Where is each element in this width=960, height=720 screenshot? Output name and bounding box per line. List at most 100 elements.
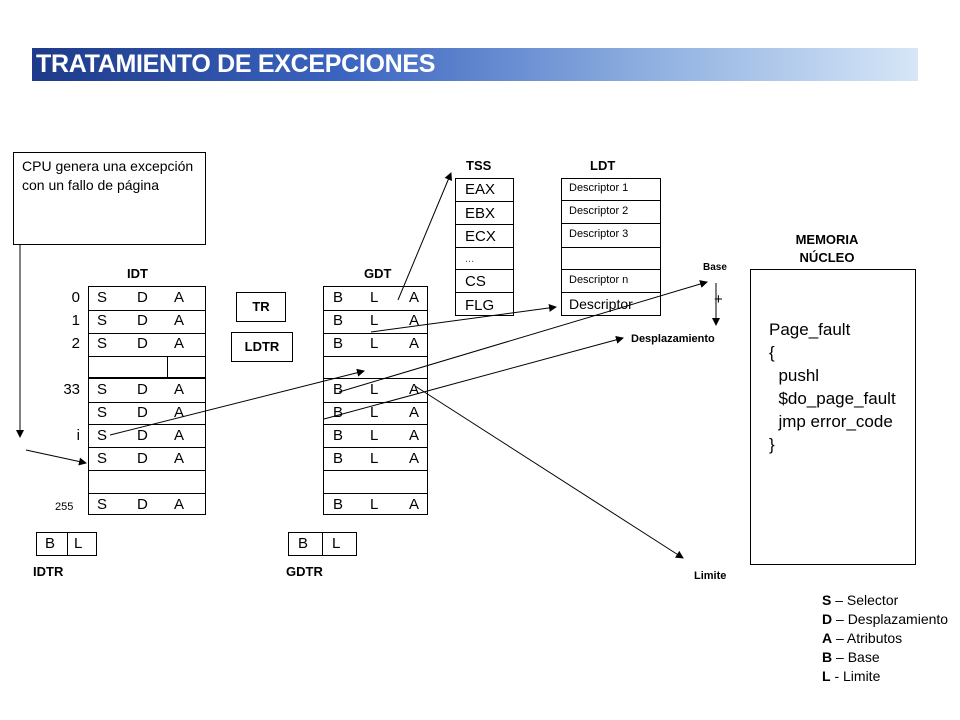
- idt-cell-d: D: [137, 404, 148, 421]
- gdt-cell-b: B: [333, 427, 344, 444]
- gdt-cell-l: L: [370, 381, 379, 398]
- memoria-code-line: jmp error_code: [769, 412, 893, 431]
- legend-key: A: [822, 630, 833, 646]
- gdt-cell-b: B: [333, 404, 344, 421]
- arrow-gdt-to-tss: [397, 172, 452, 301]
- idt-table: [88, 286, 206, 515]
- memoria-code-line: pushl: [769, 366, 820, 385]
- idtr-l: L: [74, 535, 83, 552]
- idt-cell-a: A: [174, 335, 185, 352]
- idt-row-label: i: [76, 427, 80, 444]
- idt-row-label: 33: [63, 381, 80, 398]
- legend-key: S: [822, 592, 832, 608]
- gdt-cell-b: B: [333, 381, 344, 398]
- idt-cell-d: D: [137, 427, 148, 444]
- idt-row-label: 0: [71, 289, 80, 306]
- ldt-row-divider: [561, 269, 660, 270]
- tss-row: EAX: [465, 181, 496, 198]
- memoria-label-line1: MEMORIA: [795, 232, 859, 247]
- ldt-row-divider: [561, 247, 660, 248]
- idt-cell-d: D: [137, 450, 148, 467]
- idt-cell-a: A: [174, 450, 185, 467]
- legend-item: A – Atributos: [822, 629, 902, 648]
- legend-key: L: [822, 668, 831, 684]
- tss-row-divider: [455, 269, 513, 270]
- idt-cell-d: D: [137, 312, 148, 329]
- tss-row: EBX: [465, 205, 496, 222]
- memoria-code-line: }: [769, 435, 775, 454]
- gdt-cell-a: A: [409, 450, 420, 467]
- tss-row-divider: [455, 247, 513, 248]
- legend-text: – Desplazamiento: [832, 611, 949, 627]
- gdt-cell-a: A: [409, 404, 420, 421]
- idt-cell-d: D: [137, 335, 148, 352]
- arrow-into-idt: [25, 449, 87, 466]
- gdt-cell-b: B: [333, 335, 344, 352]
- tss-row: ...: [465, 253, 475, 265]
- gdt-cell-l: L: [370, 289, 379, 306]
- page-title: TRATAMIENTO DE EXCEPCIONES: [36, 50, 436, 78]
- arrow-idt-to-gdt: [109, 368, 365, 436]
- arrow-gdt-to-desp: [323, 335, 624, 420]
- tr-label: TR: [252, 299, 270, 314]
- title-bar: [32, 48, 918, 81]
- tss-row-divider: [455, 224, 513, 225]
- idt-cell-d: D: [137, 381, 148, 398]
- idt-cell-a: A: [174, 381, 185, 398]
- legend-item: D – Desplazamiento: [822, 610, 948, 629]
- idt-cell-a: A: [174, 404, 185, 421]
- memoria-code-line: $do_page_fault: [769, 389, 896, 408]
- idt-cell-a: A: [174, 289, 185, 306]
- idt-cell-d: D: [137, 496, 148, 513]
- ldt-row: Descriptor 2: [569, 205, 629, 217]
- cpu-box: CPU genera una excepción con un fallo de…: [13, 152, 206, 245]
- gdtr-b: B: [298, 535, 309, 552]
- plus-sign: +: [714, 291, 723, 308]
- gdt-cell-b: B: [333, 496, 344, 513]
- idt-cell-s: S: [97, 404, 108, 421]
- gdtr-l: L: [332, 535, 341, 552]
- idt-cell-s: S: [97, 335, 108, 352]
- gdt-cell-b: B: [333, 289, 344, 306]
- ldt-row: Descriptor 3: [569, 228, 629, 240]
- memoria-label-line2: NÚCLEO: [799, 250, 855, 265]
- gdt-cell-l: L: [370, 427, 379, 444]
- ldt-label: LDT: [590, 158, 616, 173]
- legend-item: B – Base: [822, 648, 880, 667]
- ldt-row: Descriptor: [569, 296, 633, 312]
- memoria-code-line: {: [769, 343, 775, 362]
- idt-cell-a: A: [174, 427, 185, 444]
- tss-row-divider: [455, 292, 513, 293]
- tss-label: TSS: [466, 158, 492, 173]
- idt-cell-s: S: [97, 427, 108, 444]
- tss-row: ECX: [465, 228, 496, 245]
- arrow-gdt-to-ldt: [370, 303, 557, 333]
- ldt-row: Descriptor n: [569, 274, 629, 286]
- gdt-cell-a: A: [409, 312, 420, 329]
- desplazamiento-label: Desplazamiento: [631, 333, 715, 345]
- gdt-cell-l: L: [370, 404, 379, 421]
- idtr-label: IDTR: [33, 564, 64, 579]
- gdtr-label: GDTR: [286, 564, 323, 579]
- idt-cell-s: S: [97, 450, 108, 467]
- gdt-cell-l: L: [370, 335, 379, 352]
- ldt-row-divider: [561, 292, 660, 293]
- gdt-cell-a: A: [409, 335, 420, 352]
- idt-cell-s: S: [97, 312, 108, 329]
- idt-cell-a: A: [174, 496, 185, 513]
- tss-row: CS: [465, 273, 486, 290]
- legend-key: D: [822, 611, 833, 627]
- gdt-cell-a: A: [409, 496, 420, 513]
- legend-item: S – Selector: [822, 591, 898, 610]
- gdt-table: [323, 286, 428, 515]
- idt-cell-s: S: [97, 381, 108, 398]
- legend-text: – Atributos: [832, 630, 903, 646]
- ldtr-register: LDTR: [231, 332, 293, 362]
- idt-cell-d: D: [137, 289, 148, 306]
- arrow-gdt-to-limite: [414, 385, 684, 559]
- gdt-label: GDT: [364, 266, 392, 281]
- gdt-cell-l: L: [370, 312, 379, 329]
- idt-cell-s: S: [97, 289, 108, 306]
- idt-row-label: 255: [55, 501, 74, 513]
